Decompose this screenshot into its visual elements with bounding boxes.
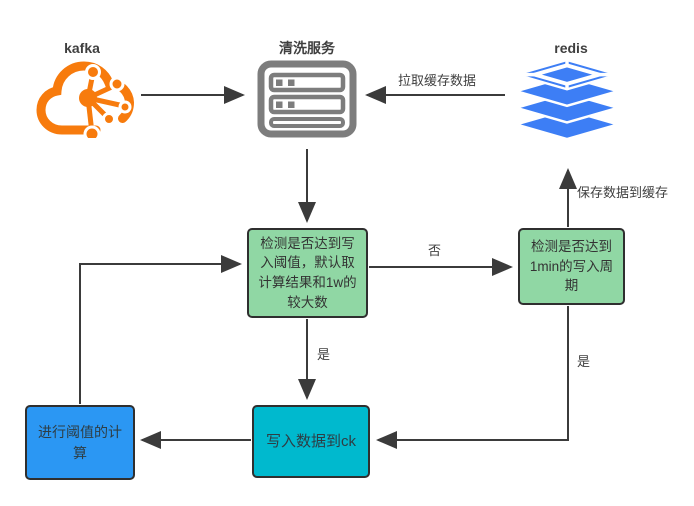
- node-calc-threshold: 进行阈值的计算: [25, 405, 135, 480]
- edge-label-pull-cache: 拉取缓存数据: [398, 73, 477, 88]
- node-check-write-period: 检测是否达到1min的写入周期: [518, 228, 625, 305]
- node-check-write-threshold: 检测是否达到写入阈值，默认取计算结果和1w的较大数: [247, 228, 368, 318]
- node-write-to-ck: 写入数据到ck: [252, 405, 370, 478]
- edge-label-save-cache: 保存数据到缓存: [577, 185, 669, 200]
- kafka-label: kafka: [64, 40, 100, 56]
- edge-label-yes-period: 是: [577, 354, 591, 369]
- redis-label: redis: [554, 40, 588, 56]
- server-icon: [257, 60, 357, 138]
- edge-label-no: 否: [428, 243, 442, 258]
- kafka-cloud-icon: [36, 61, 135, 138]
- cleaning-service-label: 清洗服务: [279, 40, 335, 56]
- edge-label-yes-threshold: 是: [317, 347, 331, 362]
- redis-stack-icon: [511, 58, 623, 141]
- edge-calc-threshold-to-check-threshold: [79, 255, 242, 404]
- edge-check-period-to-write-ck: [376, 306, 569, 449]
